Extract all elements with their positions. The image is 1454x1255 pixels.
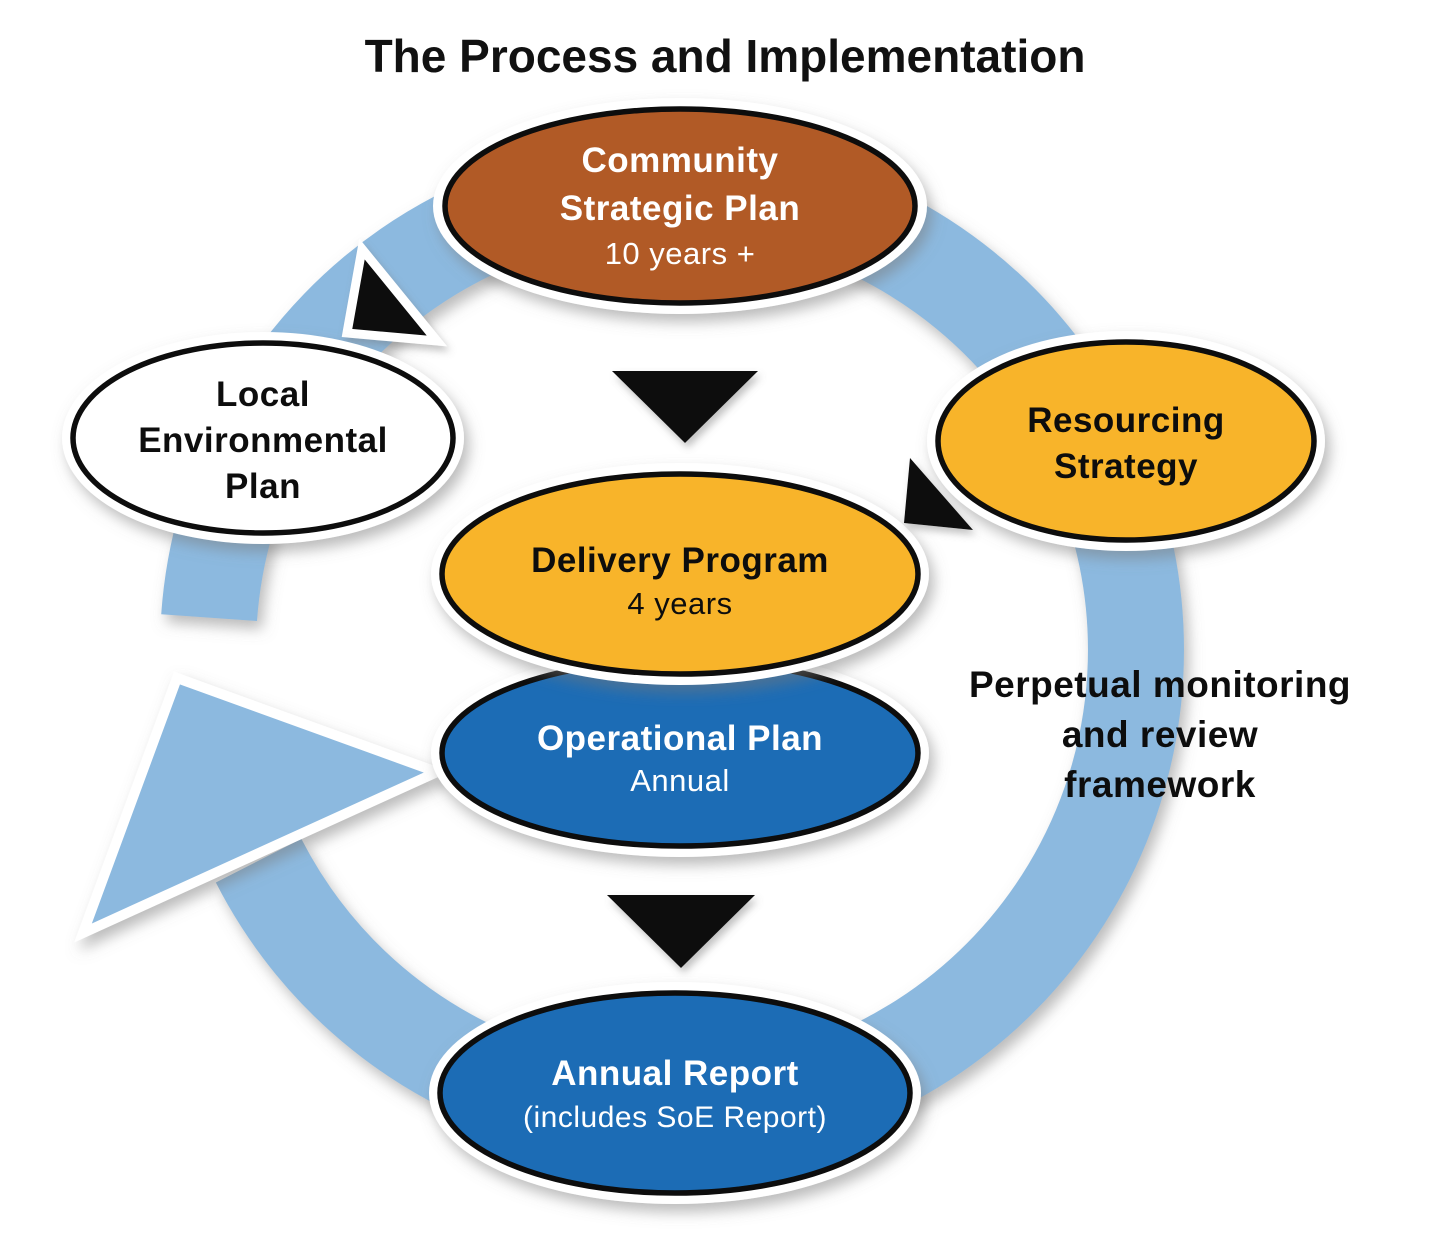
- cycle-arrowhead-icon: [74, 671, 451, 943]
- community-label-line1: Community: [582, 141, 779, 180]
- annual-report-label: Annual Report: [551, 1054, 799, 1093]
- node-delivery-program: [431, 463, 929, 685]
- arrow-down-bottom-icon: [607, 895, 755, 968]
- lep-label-line2: Environmental: [138, 421, 388, 460]
- node-local-environmental-plan: [62, 332, 464, 544]
- operational-sublabel: Annual: [630, 763, 730, 798]
- page-title: The Process and Implementation: [365, 30, 1086, 82]
- node-ellipse: [437, 990, 913, 1196]
- node-community-strategic-plan: [433, 98, 927, 314]
- resourcing-label-line2: Strategy: [1054, 447, 1198, 486]
- delivery-label: Delivery Program: [531, 541, 829, 580]
- node-resourcing-strategy: [927, 331, 1325, 551]
- node-ellipse: [935, 339, 1317, 543]
- community-label-line2: Strategic Plan: [560, 189, 800, 228]
- resourcing-label-line1: Resourcing: [1027, 401, 1225, 440]
- node-ellipse: [442, 106, 918, 306]
- arrow-resourcing-delivery-icon: [904, 458, 973, 530]
- lep-label-line1: Local: [216, 375, 310, 414]
- community-sublabel: 10 years +: [605, 236, 756, 271]
- node-ellipse: [439, 471, 921, 677]
- node-annual-report: [429, 982, 921, 1204]
- arrow-down-top-icon: [612, 371, 758, 443]
- annotation-line1: Perpetual monitoring: [969, 664, 1351, 705]
- delivery-sublabel: 4 years: [627, 586, 732, 621]
- operational-label: Operational Plan: [537, 719, 823, 758]
- annotation-line3: framework: [1064, 764, 1256, 805]
- annual-report-sublabel: (includes SoE Report): [523, 1101, 827, 1134]
- lep-label-line3: Plan: [225, 467, 301, 506]
- annotation-line2: and review: [1062, 714, 1258, 755]
- arrow-to-lep-icon: [341, 238, 448, 347]
- node-operational-plan: [431, 649, 929, 857]
- node-ellipse: [70, 340, 456, 536]
